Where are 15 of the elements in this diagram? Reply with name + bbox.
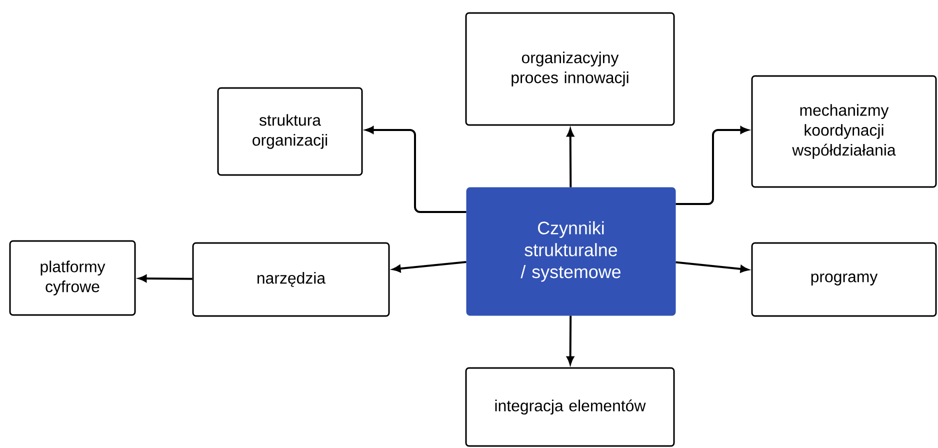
arrow bbox=[392, 260, 466, 272]
factor-box: narzędzia bbox=[192, 242, 390, 317]
central-box: Czynniki strukturalne / systemowe bbox=[466, 187, 676, 316]
arrow bbox=[138, 274, 192, 282]
factor-box: integracja elementów bbox=[465, 367, 675, 447]
factor-box: platformy cyfrowe bbox=[9, 240, 136, 316]
arrow bbox=[566, 128, 574, 188]
factor-box: struktura organizacji bbox=[217, 87, 363, 176]
factor-box: programy bbox=[751, 242, 937, 317]
arrow bbox=[366, 126, 466, 213]
factor-box: mechanizmy koordynacji współdziałania bbox=[751, 75, 937, 188]
arrow bbox=[676, 126, 748, 205]
arrow bbox=[676, 261, 748, 273]
arrow bbox=[566, 316, 574, 364]
factor-box: organizacyjny proces innowacji bbox=[465, 12, 675, 126]
